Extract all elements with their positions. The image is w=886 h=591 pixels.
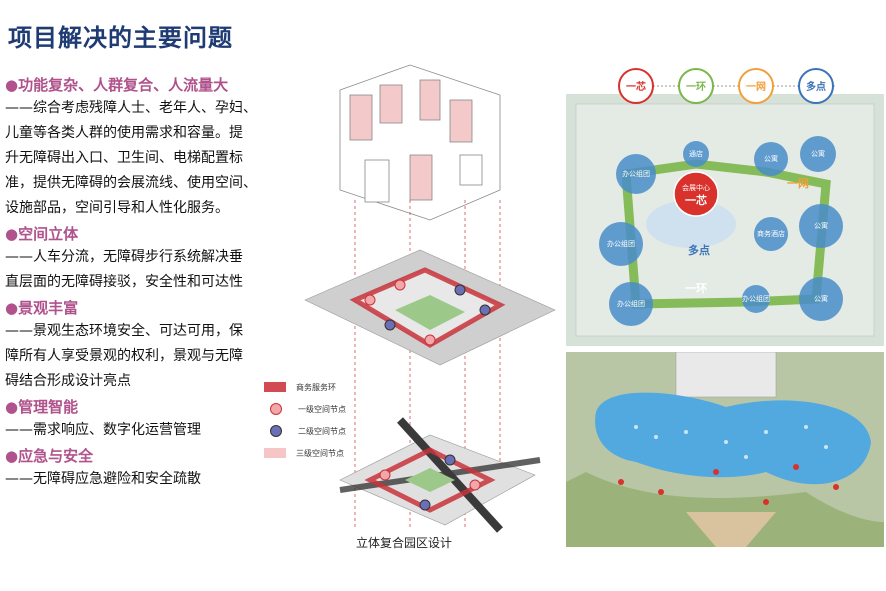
concept-label: 多点: [806, 80, 826, 93]
legend-label: 一级空间节点: [298, 404, 346, 414]
legend-item: 三级空间节点: [264, 442, 346, 464]
legend-label: 三级空间节点: [296, 448, 344, 458]
core-exhibition-center: 会展中心 一芯: [673, 171, 719, 217]
section-line: ——景观生态环境安全、可达可用，保: [5, 323, 243, 339]
building-label: 公寓: [814, 221, 828, 230]
concept-yixin: 一芯: [618, 68, 654, 104]
section-line: ——需求响应、数字化运营管理: [5, 422, 201, 438]
page-title: 项目解决的主要问题: [8, 24, 233, 52]
building-label: 办公组团: [622, 169, 650, 178]
section-line: 碍结合形成设计亮点: [5, 373, 131, 389]
section-heading: ●应急与安全: [5, 447, 94, 465]
axon-caption: 立体复合园区设计: [356, 536, 453, 550]
section-heading: ●空间立体: [5, 225, 79, 243]
section-landscape: ●景观丰富 ——景观生态环境安全、可达可用，保 障所有人享受景观的权利，景观与无…: [5, 297, 263, 394]
building-label: 办公组团: [742, 294, 770, 303]
legend-label: 二级空间节点: [298, 426, 346, 436]
building-layer-top: [339, 64, 501, 221]
building-label: 办公组团: [607, 239, 635, 248]
building-label: 办公组团: [617, 299, 645, 308]
legend-item: 一级空间节点: [264, 398, 346, 420]
site-layer-middle: [304, 249, 556, 366]
ring-swatch: [264, 382, 286, 392]
building-nodes: [599, 136, 843, 326]
section-management: ●管理智能 ——需求响应、数字化运营管理: [5, 396, 263, 443]
section-line: ——人车分流，无障碍步行系统解决垂: [5, 249, 243, 265]
concept-label: 一环: [686, 81, 706, 93]
legend-item: 商务服务环: [264, 376, 346, 398]
concept-label: 一芯: [626, 80, 646, 93]
section-line: ——无障碍应急避险和安全疏散: [5, 471, 201, 487]
building-labels: 办公组团 通店 公寓 公寓 办公组团 商务酒店 公寓 办公组团 办公组团 公寓: [607, 149, 828, 308]
building-label: 商务酒店: [757, 229, 785, 238]
section-line: 设施部品，空间引导和人性化服务。: [5, 200, 229, 216]
legend-item: 二级空间节点: [264, 420, 346, 442]
node-tertiary-swatch: [264, 448, 286, 458]
points-label: 多点: [688, 243, 710, 257]
section-heading: ●管理智能: [5, 398, 79, 416]
axon-legend: 商务服务环 一级空间节点 二级空间节点 三级空间节点: [264, 376, 346, 464]
section-function: ●功能复杂、人群复合、人流量大 ——综合考虑残障人士、老年人、孕妇、 儿童等各类…: [5, 74, 263, 221]
section-line: 准，提供无障碍的会展流线、使用空间、: [5, 175, 257, 191]
building-label: 公寓: [814, 294, 828, 303]
core-label: 会展中心: [682, 183, 710, 192]
site-layer-bottom: [339, 417, 541, 533]
ring-label: 一环: [685, 282, 707, 295]
section-heading: ●功能复杂、人群复合、人流量大: [5, 76, 229, 94]
water-dots: [634, 425, 828, 459]
building-label: 公寓: [811, 149, 825, 158]
issues-list: ●功能复杂、人群复合、人流量大 ——综合考虑残障人士、老年人、孕妇、 儿童等各类…: [5, 72, 263, 492]
section-space: ●空间立体 ——人车分流，无障碍步行系统解决垂 直层面的无障碍接驳，安全性和可达…: [5, 223, 263, 295]
node-secondary-swatch: [270, 425, 282, 437]
node-primary-swatch: [270, 403, 282, 415]
concept-plan: 一芯 一环 一网 多点 办公组团 通店 公寓 公寓 办公组团 商务酒店 公寓 办…: [566, 68, 884, 346]
concept-yiwang: 一网: [738, 68, 774, 104]
landscape-nodes: [618, 464, 839, 505]
section-line: 障所有人享受景观的权利，景观与无障: [5, 348, 243, 364]
section-line: 升无障碍出入口、卫生间、电梯配置标: [5, 150, 243, 166]
landscape-plan: [566, 352, 884, 547]
concept-label: 一网: [746, 81, 766, 93]
section-line: 直层面的无障碍接驳，安全性和可达性: [5, 274, 243, 290]
building-label: 通店: [689, 149, 703, 158]
section-heading: ●景观丰富: [5, 299, 79, 317]
section-safety: ●应急与安全 ——无障碍应急避险和安全疏散: [5, 445, 263, 492]
building-label: 公寓: [764, 154, 778, 163]
concept-duodian: 多点: [798, 68, 834, 104]
axonometric-diagram: [304, 64, 556, 533]
legend-label: 商务服务环: [296, 382, 336, 392]
core-sub-label: 一芯: [685, 193, 707, 207]
section-line: 儿童等各类人群的使用需求和容量。提: [5, 125, 243, 141]
section-line: ——综合考虑残障人士、老年人、孕妇、: [5, 100, 257, 116]
concept-yihuan: 一环: [678, 68, 714, 104]
net-label: 一网: [787, 177, 809, 190]
